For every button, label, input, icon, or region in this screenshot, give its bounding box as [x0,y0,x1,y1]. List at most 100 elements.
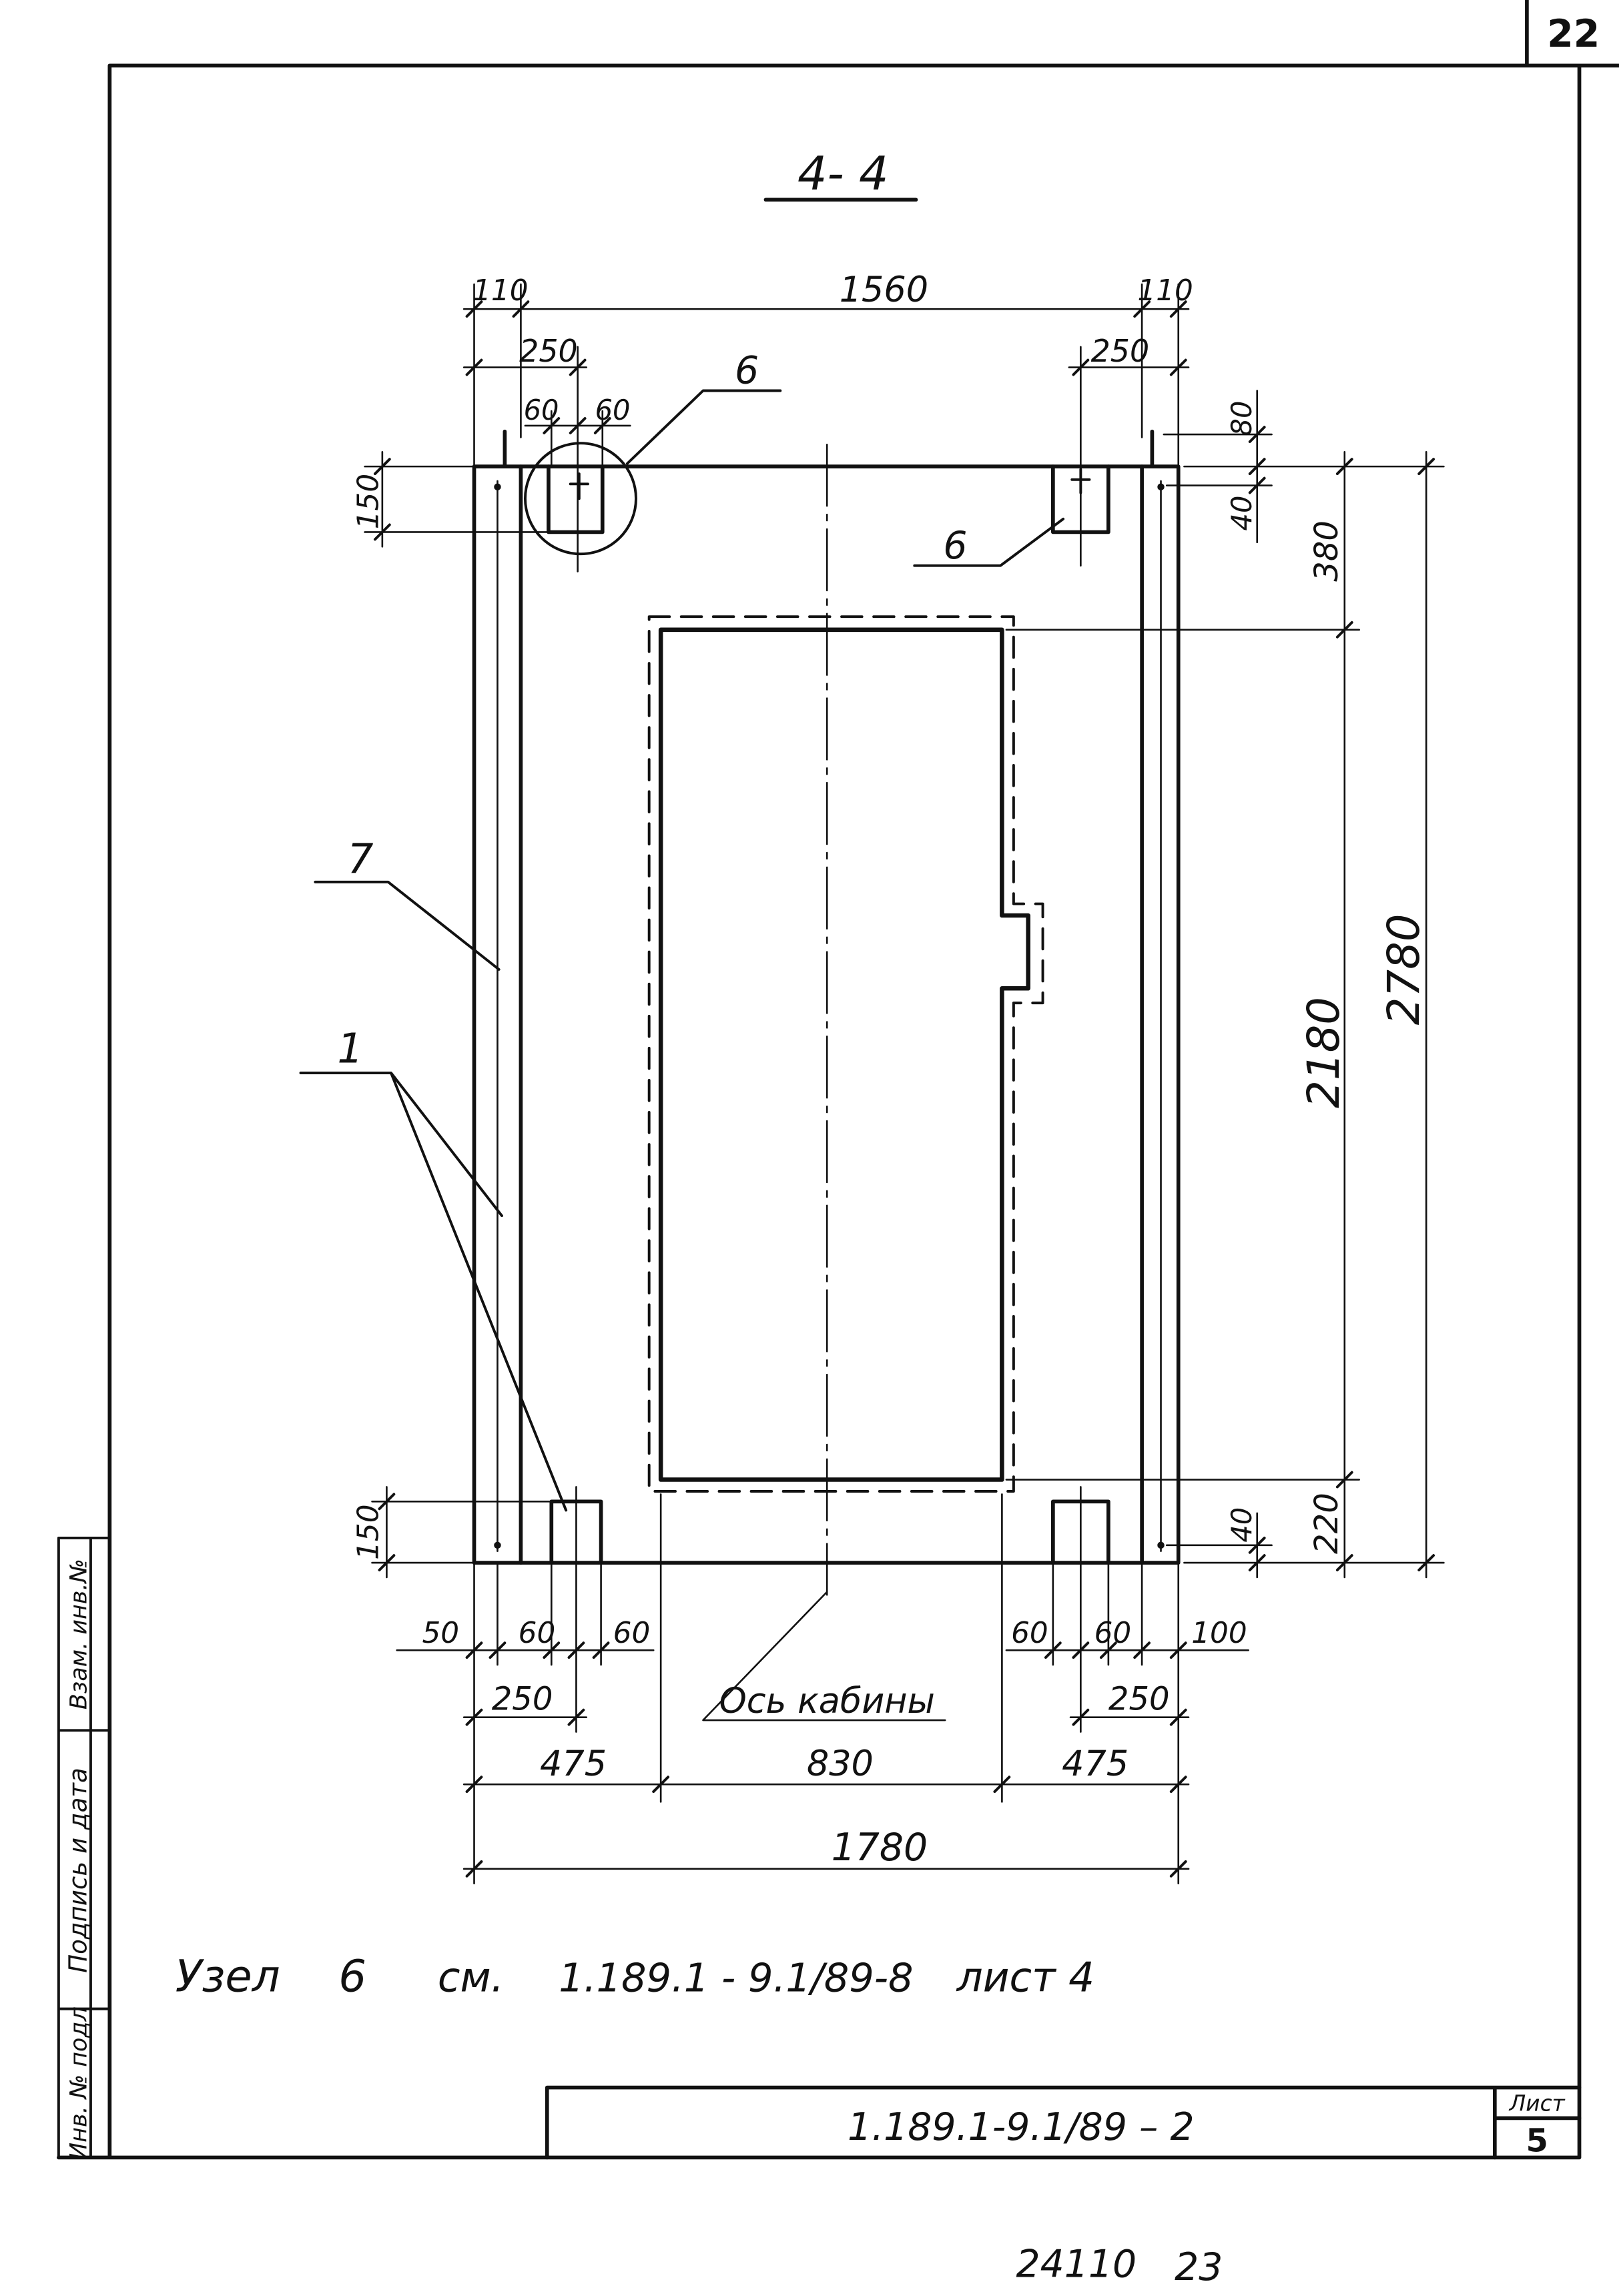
shaft-plan: Ось кабины [472,346,1181,1733]
dimension-tick [543,417,561,434]
title-block: 1.189.1-9.1/89 – 2 Лист 5 [545,2085,1582,2160]
dimension-tick [465,1708,483,1726]
dimension-tick [1133,300,1151,318]
dimension-ticks [373,300,1435,1878]
dimension-tick [378,1554,396,1571]
dimension-bottom-details: 50 60 60 60 60 100 [396,1561,1249,1885]
dim-top-span: 1560 [840,270,928,310]
dim-top-anchor-half-left: 60 [524,394,559,426]
dimension-tick [569,358,587,376]
dimension-tick [1169,358,1187,376]
footer-suffix: 23 [1175,2245,1223,2289]
dim-overall-depth: 2780 [1379,913,1429,1025]
dimension-tick [567,1641,585,1659]
dimension-cabin-width: 475 830 475 [462,1493,1190,1803]
node-reference-note: Узел 6 см. 1.189.1 - 9.1/89-8 лист 4 [176,1951,1094,2002]
dimension-tick [1417,458,1435,476]
margin-original-inventory-label: Инв. № подл [65,2006,92,2160]
dim-rail-to-wall: 100 [1191,1616,1247,1650]
cabin-outline [658,627,1030,1482]
dim-wall-to-rail: 50 [422,1616,459,1650]
dimension-tick [652,1776,670,1794]
note-sheet: лист 4 [956,1954,1094,2001]
note-document: 1.189.1 - 9.1/89-8 [559,1954,913,2000]
dimension-tick [373,523,391,541]
dimension-overall-width: 1780 [462,1826,1190,1870]
dim-anchor-depth-top: 150 [351,474,385,529]
margin-replaced-inventory-label: Взам. инв.№ [65,1559,92,1709]
dim-top-left-anchor-offset: 250 [519,333,578,369]
dimension-cabin-depth: 380 2180 220 [1005,450,1445,1579]
callout-node-6-right: 6 [913,517,1065,568]
dimension-tick [489,1641,507,1659]
embedded-part-top-right [1051,346,1110,566]
dimension-tick [592,1641,610,1659]
dim-bottom-left-anchor-offset: 250 [492,1681,553,1718]
dimension-anchor-width-top: 60 60 [524,394,631,468]
dimension-tick [993,1776,1011,1794]
dim-left-anchor-half-a: 60 [519,1616,556,1650]
dim-right-clearance: 475 [1062,1744,1128,1784]
section-title: 4- 4 [763,147,918,202]
dimension-tick [1335,458,1353,476]
dimension-tick [465,1641,483,1659]
dimension-tick [465,1860,483,1878]
dimension-tick [569,417,587,434]
dimension-rail-projection: 80 40 [1163,390,1273,544]
dim-cabin-top: 380 [1308,520,1345,582]
callout-node-6-right-label: 6 [943,524,967,568]
callout-node-6-top-label: 6 [735,349,759,393]
dim-top-anchor-half-right: 60 [595,394,631,426]
dimension-rail-bottom: 40 [1165,1507,1273,1579]
guide-rail-right [1140,429,1165,1565]
dimension-tick [1133,1641,1151,1659]
dim-right-anchor-half-a: 60 [1011,1616,1048,1650]
sheet-number: 5 [1526,2123,1548,2160]
dimension-tick [1169,1641,1187,1659]
dimension-tick [543,1641,561,1659]
dimension-tick [1072,1641,1090,1659]
callout-rail-7-label: 7 [348,836,374,883]
callout-element-1-label: 1 [337,1026,363,1073]
dimension-tick [465,300,483,318]
footer-number: 24110 [1016,2243,1137,2287]
dim-left-clearance: 475 [540,1744,607,1784]
dimension-tick [1248,476,1266,494]
dimension-tick [1248,1554,1266,1571]
note-node-word: Узел [176,1951,280,2002]
dimension-anchor-offset-bottom: 250 250 [462,1681,1190,1718]
dim-rail-projection: 80 [1225,401,1258,436]
dimension-tick [378,1493,396,1511]
note-see: см. [438,1954,504,2001]
dim-rail-bottom: 40 [1225,1507,1258,1543]
dim-bottom-right-anchor-offset: 250 [1108,1681,1170,1718]
dimension-tick [1248,1536,1266,1554]
dimension-tick [512,300,530,318]
dimension-anchor-offset-top: 250 250 [462,333,1190,369]
callout-node-6-top: 6 [625,349,782,465]
dimension-tick [1335,1554,1353,1571]
dimension-tick [1072,358,1090,376]
dimension-tick [465,1776,483,1794]
dimension-tick [1248,458,1266,476]
dim-cabin-width: 830 [807,1744,874,1784]
dim-rail-top: 40 [1225,496,1258,531]
section-title-text: 4- 4 [797,147,888,201]
dimension-tick [1044,1641,1062,1659]
dimension-tick [593,417,611,434]
embedded-part-bottom-right [1051,1486,1110,1733]
dimension-tick [1335,1471,1353,1489]
dimension-tick [567,1708,585,1726]
dimension-tick [1169,1708,1187,1726]
dimension-tick [373,458,391,476]
dimension-tick [1169,300,1187,318]
sheet-label: Лист [1509,2091,1566,2117]
note-node-number: 6 [338,1951,366,2002]
dimension-tick [1417,1554,1435,1571]
dimension-tick [1248,426,1266,443]
cabin-axis-label: Ось кабины [719,1681,935,1721]
sheet-frame [57,0,1619,2160]
dimension-overall-top: 110 1560 110 [462,270,1193,468]
left-margin-strip: Взам. инв.№ Подпись и дата Инв. № подл [57,1536,111,2160]
